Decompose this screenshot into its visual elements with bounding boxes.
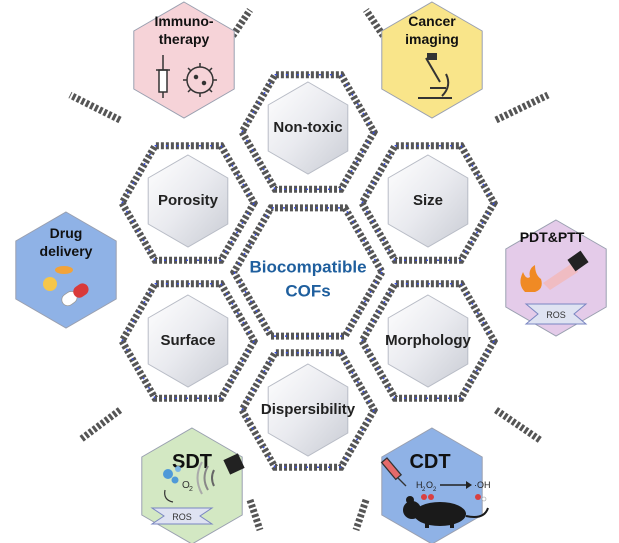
- syringe-icon: [156, 55, 170, 98]
- microscope-icon: [418, 53, 452, 99]
- cdt-h2o2-sub2: 2: [433, 487, 437, 493]
- cdt-oh-label: ·OH: [474, 480, 491, 490]
- ultrasound-icon: [196, 453, 245, 495]
- pdt-ptt-label: PDT&PTT: [520, 229, 585, 245]
- syringe-icon: [380, 457, 407, 487]
- framework-accent-ur: [361, 145, 495, 261]
- mouse-icon: [403, 496, 489, 528]
- drug-delivery-line1: Drug: [50, 225, 83, 241]
- sdt-o2-sub: 2: [189, 486, 193, 493]
- cdt-h2o2-o: O: [426, 480, 433, 490]
- bubble-icon: O 2: [163, 466, 193, 503]
- framework-spoke-7: [352, 498, 370, 532]
- cdt-label: CDT: [409, 451, 450, 473]
- property-size: Size: [413, 192, 443, 209]
- drug-delivery-line2: delivery: [40, 243, 93, 259]
- cancer-imaging-line1: Cancer: [408, 13, 456, 29]
- property-dispersibility: Dispersibility: [261, 401, 356, 418]
- ros-badge: ROS: [524, 303, 588, 325]
- property-nontoxic: Non-toxic: [273, 119, 342, 136]
- ros-badge: ROS: [150, 507, 214, 525]
- pdt-ros-label: ROS: [546, 310, 566, 320]
- flame-icon: [520, 265, 542, 292]
- property-hexagons: [147, 81, 469, 457]
- framework-spoke-3: [494, 407, 542, 443]
- framework-accent-top: [241, 74, 375, 190]
- app-immunotherapy: Immuno- therapy: [154, 13, 217, 98]
- sdt-ros-label: ROS: [172, 512, 192, 522]
- framework-spoke-2: [77, 407, 123, 443]
- cdt-h2o2-h: H: [416, 480, 423, 490]
- property-hex-top: [267, 81, 349, 175]
- capsule-icon: [61, 283, 89, 307]
- app-cdt: CDT H 2 O 2 ·OH: [380, 451, 491, 528]
- center-title-line2: COFs: [285, 281, 330, 300]
- cancer-imaging-line2: imaging: [405, 31, 459, 47]
- virus-icon: [183, 63, 217, 97]
- property-hex-dispersibility: [267, 363, 349, 457]
- property-hex-porosity: [147, 154, 229, 248]
- framework-accent-ul: [121, 145, 255, 261]
- property-hex-size: [387, 154, 469, 248]
- cdt-h2o2-sub1: 2: [422, 487, 426, 493]
- sdt-o2-label: O: [182, 480, 190, 491]
- app-drug-delivery: Drug delivery: [40, 225, 93, 307]
- center-title-line1: Biocompatible: [249, 257, 366, 276]
- app-cancer-imaging: Cancer imaging: [405, 13, 459, 99]
- framework-spoke-6: [246, 498, 264, 532]
- framework-accent-lr: [361, 283, 495, 399]
- property-surface: Surface: [160, 332, 215, 349]
- immunotherapy-line2: therapy: [159, 31, 210, 47]
- framework-ring-center: [229, 204, 387, 340]
- framework-spoke-0: [68, 91, 122, 124]
- framework-accent-ll: [121, 283, 255, 399]
- sdt-label: SDT: [172, 451, 212, 473]
- immunotherapy-line1: Immuno-: [154, 13, 213, 29]
- property-hex-morphology: [387, 294, 469, 388]
- property-hex-surface: [147, 294, 229, 388]
- app-pdt-ptt: PDT&PTT ROS: [520, 229, 589, 325]
- property-morphology: Morphology: [385, 332, 471, 349]
- laser-icon: [543, 250, 589, 290]
- property-porosity: Porosity: [158, 192, 219, 209]
- reaction: H 2 O 2 ·OH: [416, 480, 491, 502]
- app-sdt: SDT O 2 ROS: [150, 451, 245, 525]
- pill-icon: [43, 266, 73, 291]
- framework-spoke-1: [494, 91, 550, 124]
- framework-accent-bottom: [241, 352, 375, 468]
